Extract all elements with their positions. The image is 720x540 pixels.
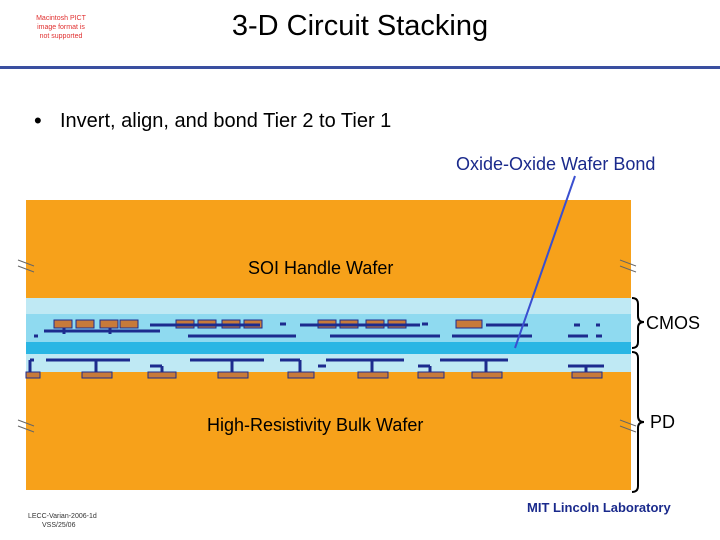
- footer-doc-id: LECC-Varian-2006-1d: [28, 513, 97, 520]
- title-divider: [0, 66, 720, 69]
- bond-interface-band: [26, 342, 631, 354]
- pd-label: PD: [650, 412, 676, 432]
- soi-handle-wafer: [26, 200, 631, 298]
- oxide-bond-label: Oxide-Oxide Wafer Bond: [456, 154, 656, 174]
- tier1-circuit-layer: [26, 354, 631, 372]
- wafer-break-marks: [17, 259, 637, 433]
- unsupported-image-placeholder: Macintosh PICT image format is not suppo…: [36, 15, 86, 40]
- slide-title: 3-D Circuit Stacking: [231, 10, 489, 42]
- bullet-icon: •: [34, 108, 42, 133]
- bond-pointer-line: [514, 175, 576, 349]
- tier1-metal-lines: [28, 358, 604, 372]
- footer-version: VSS/25/06: [42, 522, 76, 529]
- cmos-label: CMOS: [646, 313, 700, 333]
- tier2-metal-lines: [34, 322, 602, 338]
- lab-name: MIT Lincoln Laboratory: [527, 500, 671, 515]
- pd-brace: [631, 351, 645, 493]
- cmos-brace: [631, 297, 645, 349]
- tier1-contact-pads: [25, 371, 603, 379]
- bulk-wafer-label: High-Resistivity Bulk Wafer: [207, 415, 424, 435]
- bullet-text: Invert, align, and bond Tier 2 to Tier 1: [60, 110, 392, 132]
- oxide-layer-top: [26, 298, 631, 314]
- bulk-wafer: [26, 372, 631, 490]
- handle-wafer-label: SOI Handle Wafer: [248, 258, 394, 278]
